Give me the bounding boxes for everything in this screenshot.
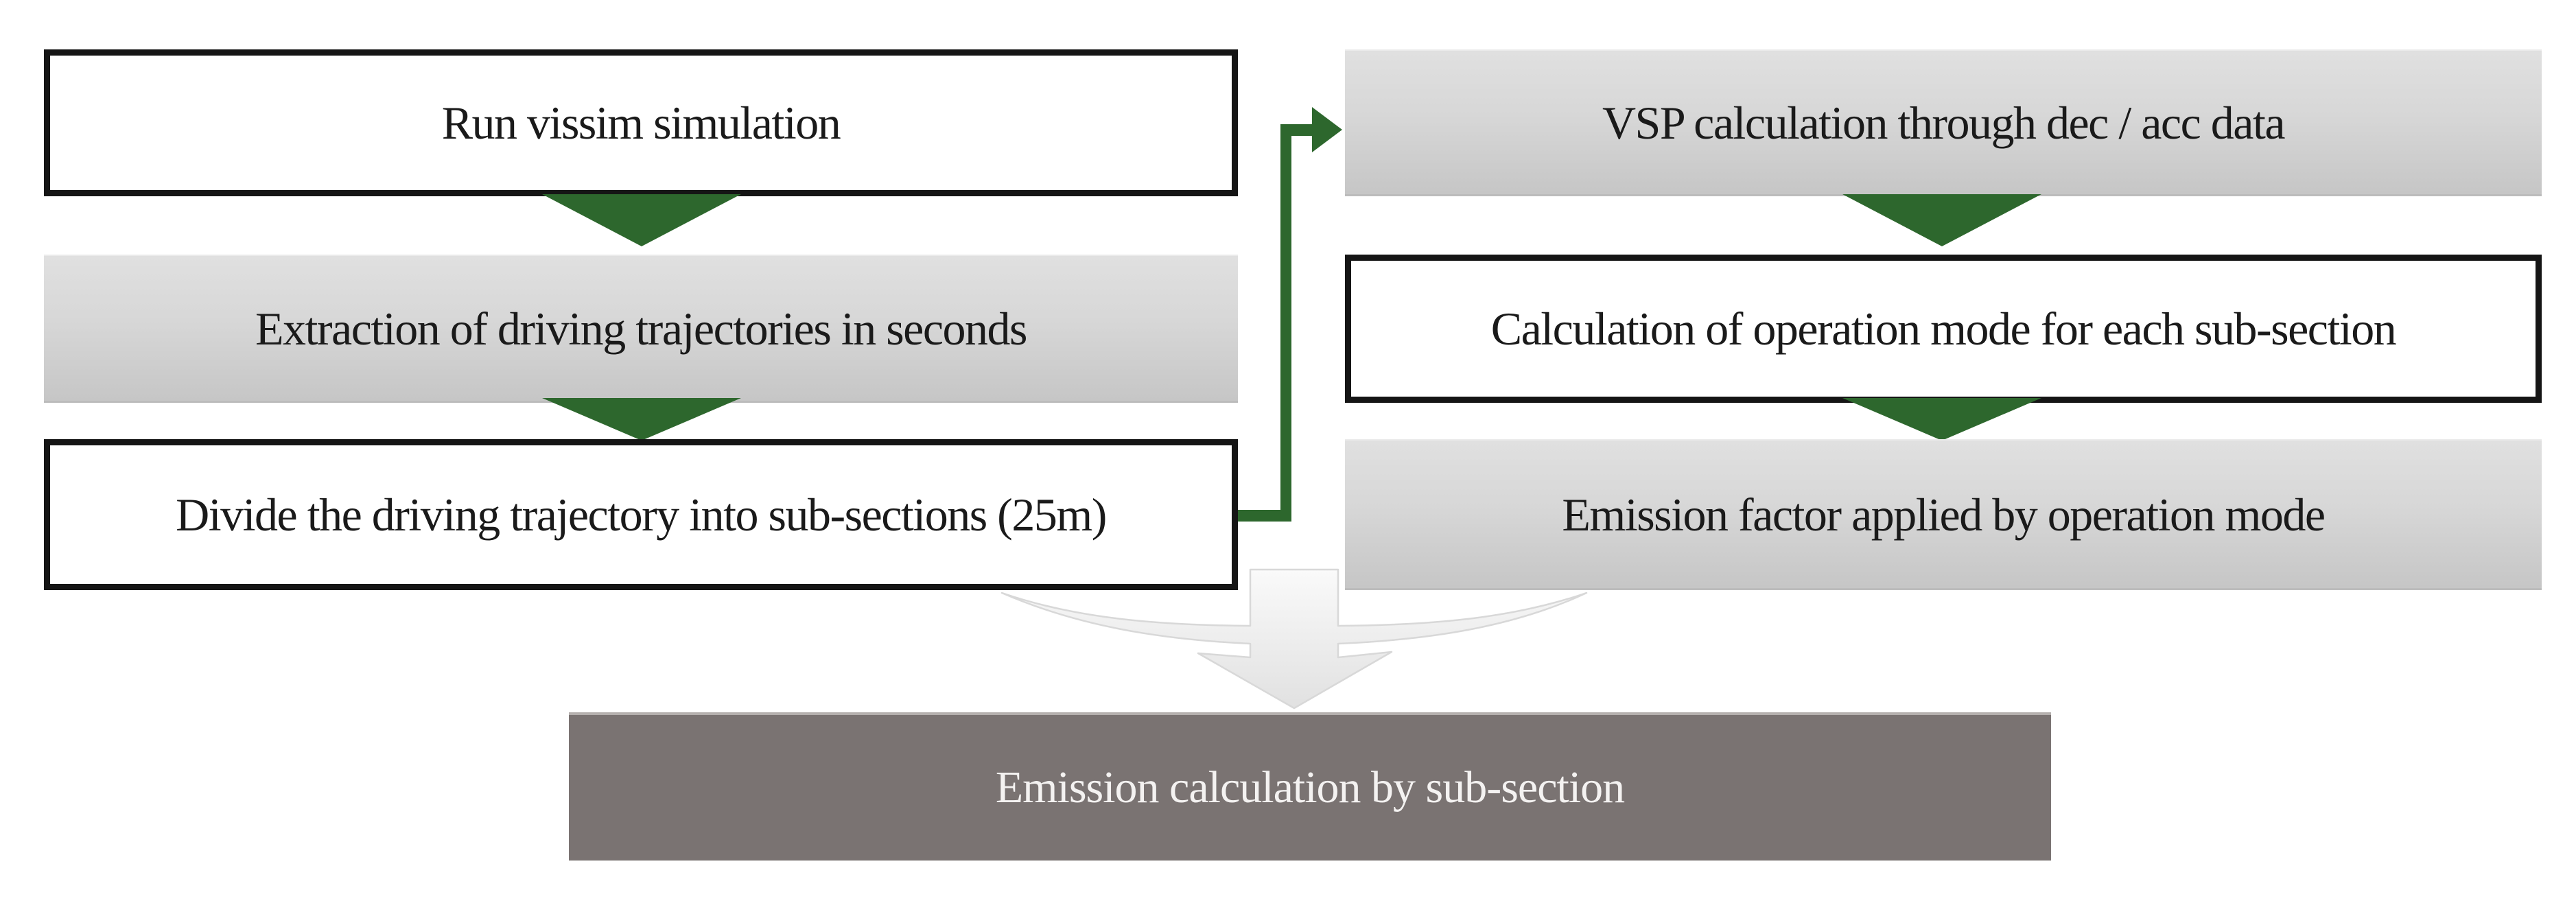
elbow-connector-vertical-segment — [1280, 124, 1291, 522]
result-emission-calculation: Emission calculation by sub-section — [569, 712, 2051, 861]
step-vsp-calculation: VSP calculation through dec / acc data — [1345, 49, 2542, 196]
step-divide-driving-trajectory: Divide the driving trajectory into sub-s… — [44, 439, 1238, 590]
down-arrow-icon — [542, 194, 741, 246]
step-extraction-of-driving-trajectories: Extraction of driving trajectories in se… — [44, 255, 1238, 403]
down-arrow-icon — [1842, 194, 2041, 246]
step-calculation-of-operation-mode: Calculation of operation mode for each s… — [1345, 255, 2542, 403]
down-arrow-icon — [542, 398, 741, 441]
down-arrow-icon — [1842, 398, 2041, 441]
elbow-connector-bottom-segment — [1238, 510, 1291, 522]
merge-down-arrow-icon — [1000, 568, 1588, 710]
elbow-connector-top-segment — [1280, 124, 1315, 136]
step-emission-factor-applied: Emission factor applied by operation mod… — [1345, 439, 2542, 590]
step-run-vissim-simulation: Run vissim simulation — [44, 49, 1238, 196]
right-arrowhead-icon — [1312, 107, 1342, 152]
